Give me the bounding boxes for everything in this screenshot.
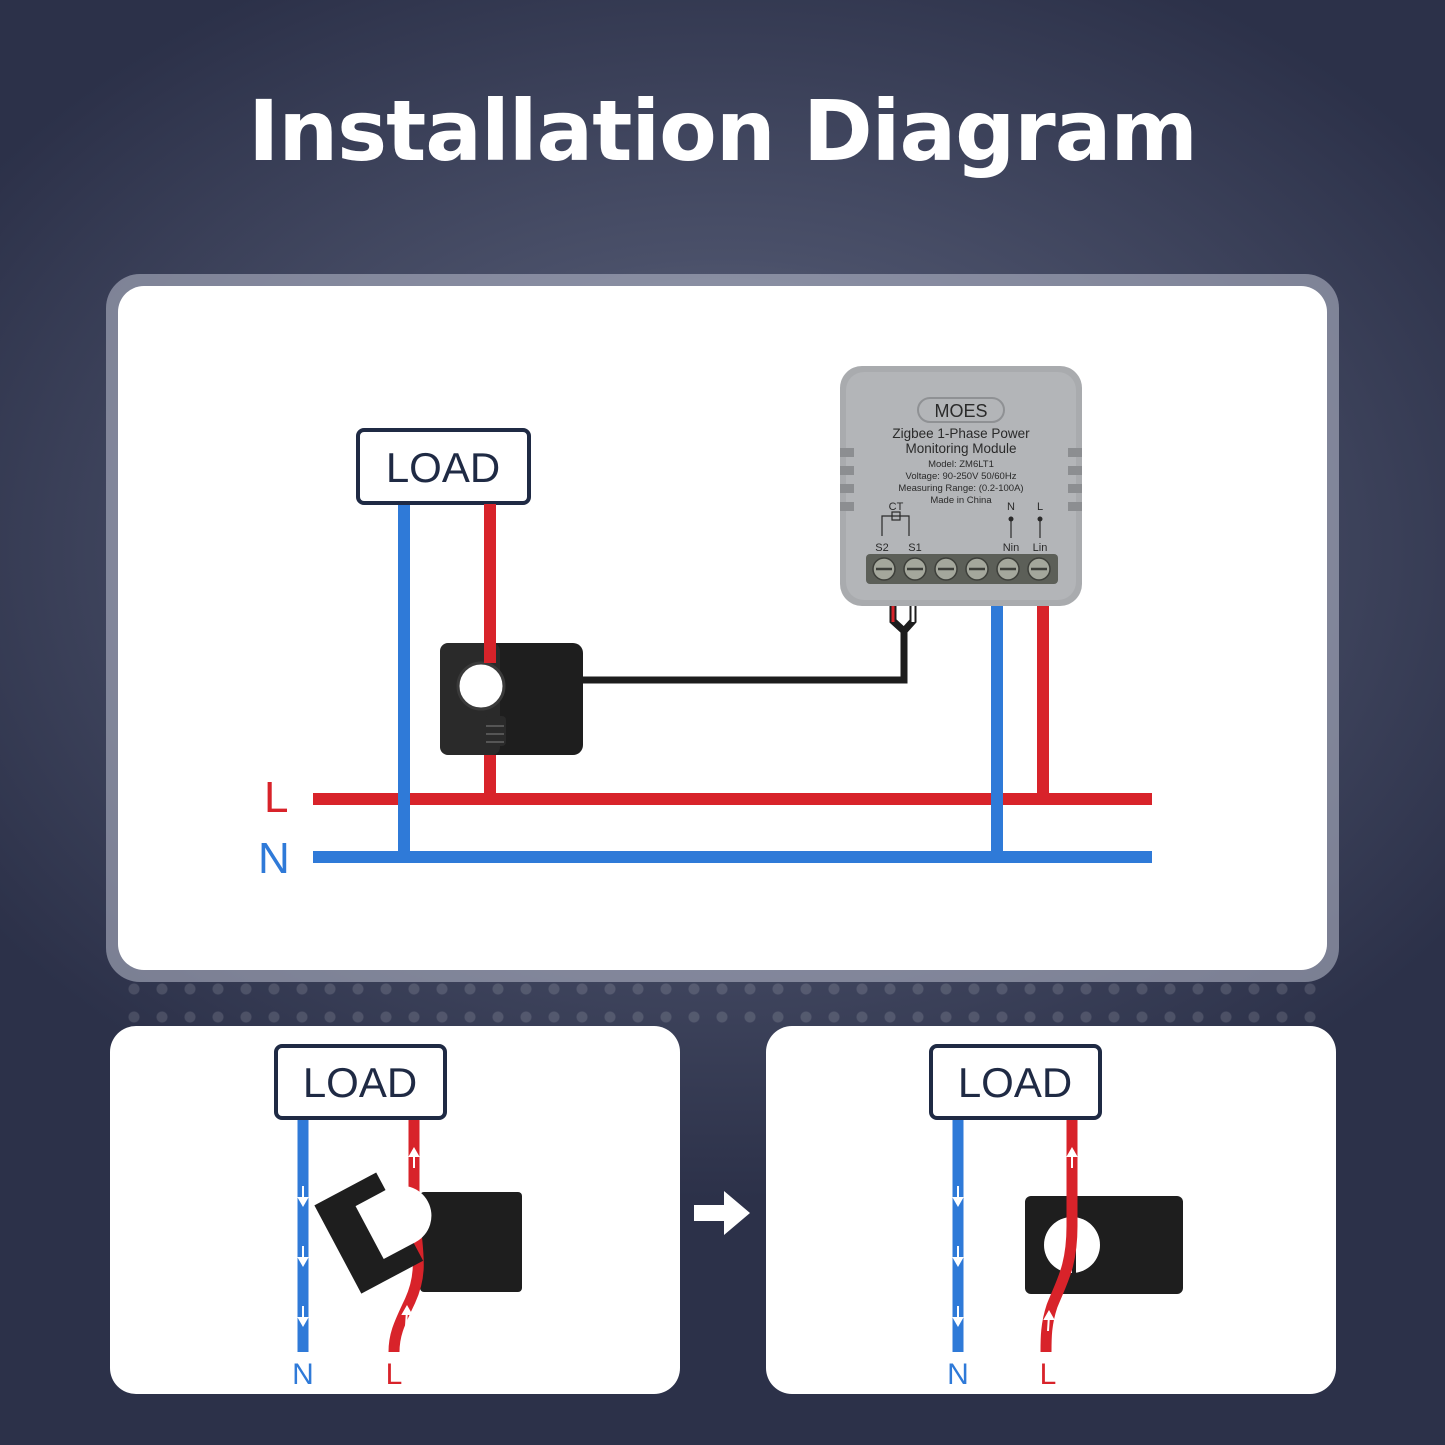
neutral-label: N [258, 834, 290, 883]
page-title: Installation Diagram [248, 82, 1198, 180]
live-label: L [264, 773, 288, 822]
ct-label: CT [889, 501, 904, 513]
step2-neutral-label: N [947, 1358, 969, 1391]
n-pin-label: N [1007, 501, 1015, 513]
neutral-flow-arrows [297, 1186, 309, 1328]
step1-load-label: LOAD [303, 1059, 417, 1106]
l-pin-label: L [1037, 501, 1043, 513]
wiring-diagram: LOAD L N [258, 366, 1152, 883]
step2-live-flow-arrows [1043, 1146, 1078, 1332]
step1-neutral-label: N [292, 1358, 314, 1391]
terminal-s2-label: S2 [875, 542, 888, 554]
current-clamp-icon [440, 643, 583, 755]
terminal-lin-label: Lin [1033, 542, 1048, 554]
module-model: Model: ZM6LT1 [928, 459, 994, 470]
step2-load-label: LOAD [958, 1059, 1072, 1106]
load-label: LOAD [386, 444, 500, 491]
ct-cable [574, 604, 917, 684]
terminal-nin-label: Nin [1003, 542, 1020, 554]
step2-neutral-flow-arrows [952, 1186, 964, 1328]
terminal-s1-label: S1 [908, 542, 921, 554]
clamp-closed [1025, 1196, 1183, 1294]
step-open-clamp-panel: LOAD N L [110, 1026, 680, 1394]
power-monitoring-module: MOES Zigbee 1-Phase Power Monitoring Mod… [840, 366, 1082, 606]
module-name-line1: Zigbee 1-Phase Power [892, 426, 1030, 441]
main-diagram-panel: LOAD L N [118, 286, 1327, 970]
module-range: Measuring Range: (0.2-100A) [898, 483, 1023, 494]
step-closed-clamp-panel: LOAD N L [766, 1026, 1336, 1394]
step1-live-label: L [386, 1358, 403, 1391]
module-name-line2: Monitoring Module [905, 441, 1016, 456]
load-box [356, 428, 531, 505]
module-voltage: Voltage: 90-250V 50/60Hz [906, 471, 1017, 482]
step2-live-label: L [1040, 1358, 1057, 1391]
step-closed-clamp-diagram: LOAD N L [929, 1044, 1183, 1391]
step-open-clamp-diagram: LOAD N L [274, 1044, 522, 1391]
step1-load-box [274, 1044, 447, 1120]
live-flow-arrows [401, 1146, 420, 1327]
step2-live-wire [1040, 1118, 1078, 1353]
clamp-body [420, 1192, 522, 1292]
arrow-right-icon [694, 1191, 750, 1235]
module-origin: Made in China [930, 495, 992, 506]
decorative-dots [120, 975, 1330, 1035]
step2-load-box [929, 1044, 1102, 1120]
brand-logo: MOES [934, 401, 987, 421]
clamp-jaw-open [314, 1172, 432, 1294]
